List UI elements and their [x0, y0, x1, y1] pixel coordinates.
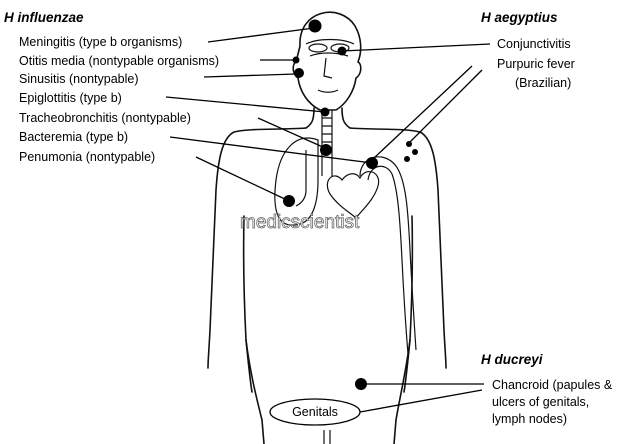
label-chancroid-3: lymph nodes) [492, 412, 567, 426]
left-arm-inner [242, 215, 253, 393]
line-purpuric-1 [373, 65, 473, 159]
right-hip [393, 339, 411, 444]
dot-sinusitis [294, 68, 304, 78]
brow-line [309, 52, 349, 57]
nose [323, 57, 333, 79]
label-chancroid-2: ulcers of genitals, [492, 395, 589, 409]
line-conjunctivitis [341, 43, 491, 52]
line-sinusitis [203, 73, 297, 78]
label-tracheobronchitis: Tracheobronchitis (nontypable) [19, 111, 191, 125]
dot-bacteremia [366, 157, 378, 169]
h-influenzae-group: H influenzae Meningitis (type b organism… [4, 10, 219, 164]
dot-purpuric-1 [406, 141, 412, 147]
h-ducreyi-title: H ducreyi [481, 352, 543, 367]
genitals-label: Genitals [292, 405, 338, 419]
label-purpuric-fever: Purpuric fever [497, 57, 575, 71]
left-hip [245, 339, 265, 444]
dot-epiglottitis [320, 107, 330, 117]
dot-conjunctivitis [337, 46, 347, 56]
dot-purpuric-2 [412, 149, 418, 155]
artery-inner [367, 165, 409, 355]
torso-right [349, 127, 447, 369]
line-tracheobronchitis [257, 117, 326, 149]
line-epiglottitis [165, 96, 326, 113]
right-arm-inner [403, 215, 414, 393]
artery-outer [359, 156, 417, 351]
label-sinusitis: Sinusitis (nontypable) [19, 72, 139, 86]
line-purpuric-2 [407, 69, 483, 145]
pointer-lines [165, 27, 491, 413]
line-chancroid-2 [359, 389, 483, 413]
body-figure [207, 11, 447, 444]
label-bacteremia: Bacteremia (type b) [19, 130, 128, 144]
crotch-lines [323, 430, 331, 444]
dot-tracheobronchitis [320, 144, 332, 156]
dot-otitis [292, 56, 300, 64]
heart [326, 170, 380, 219]
h-aegyptius-group: H aegyptius Conjunctivitis Purpuric feve… [481, 10, 575, 90]
dot-meningitis [308, 19, 322, 33]
head-outline [292, 11, 362, 111]
left-bronchus [295, 150, 307, 207]
h-aegyptius-title: H aegyptius [481, 10, 558, 25]
label-pneumonia: Penumonia (nontypable) [19, 150, 155, 164]
line-bacteremia [169, 136, 373, 164]
line-meningitis [207, 27, 315, 43]
infection-dots [283, 19, 418, 390]
mouth [317, 89, 339, 93]
neck-right [341, 107, 351, 129]
left-lung [274, 137, 319, 226]
left-eye [308, 43, 328, 53]
label-otitis-media: Otitis media (nontypable organisms) [19, 54, 219, 68]
torso-left [207, 127, 307, 369]
line-pneumonia [195, 156, 290, 202]
h-ducreyi-group: H ducreyi Chancroid (papules & ulcers of… [481, 352, 613, 426]
genitals-oval [269, 398, 361, 426]
label-chancroid-1: Chancroid (papules & [492, 378, 613, 392]
trachea [321, 110, 333, 176]
label-epiglottitis: Epiglottitis (type b) [19, 91, 122, 105]
dot-chancroid [355, 378, 367, 390]
genitals-callout: Genitals [269, 398, 361, 426]
forehead-line [305, 38, 355, 45]
label-meningitis: Meningitis (type b organisms) [19, 35, 182, 49]
label-brazilian: (Brazilian) [515, 76, 571, 90]
label-conjunctivitis: Conjunctivitis [497, 37, 571, 51]
watermark: medicscientist [240, 212, 360, 233]
dot-pneumonia [283, 195, 295, 207]
dot-purpuric-3 [404, 156, 410, 162]
trachea-rings [322, 117, 332, 143]
h-influenzae-title: H influenzae [4, 10, 84, 25]
